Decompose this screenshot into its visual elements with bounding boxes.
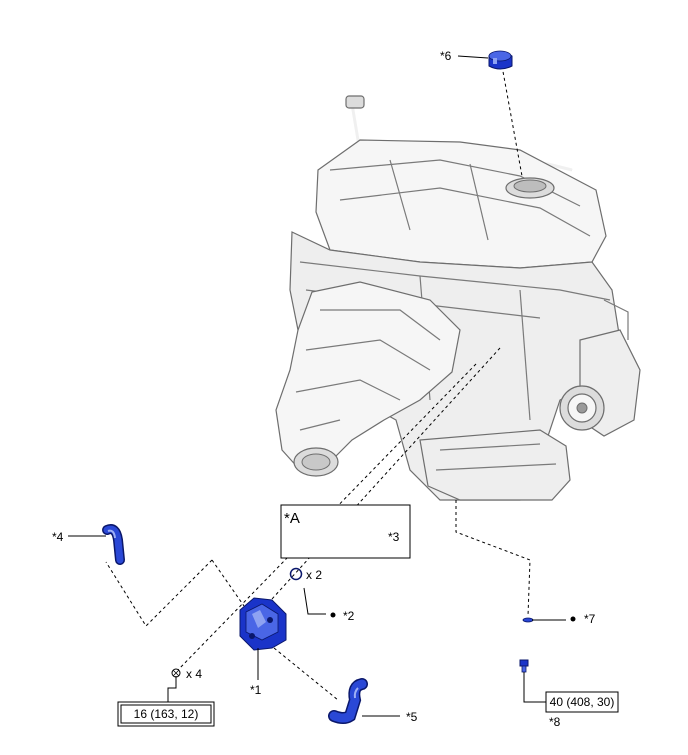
main-component-part	[239, 597, 287, 651]
callout-4: *4	[52, 530, 64, 544]
torque-value-2: 40 (408, 30)	[550, 695, 615, 709]
quantity-bolts: x 4	[186, 667, 202, 681]
callout-7: *7	[584, 612, 596, 626]
callout-5: *5	[406, 710, 418, 724]
marker-dot-7	[570, 616, 576, 622]
hose-part-5	[328, 678, 368, 724]
leader-lines	[68, 55, 566, 717]
quantity-rings: x 2	[306, 568, 322, 582]
callout-2: *2	[343, 609, 355, 623]
callout-3: *3	[388, 530, 400, 544]
drain-plug-part-8	[519, 659, 529, 673]
hose-part-4	[102, 524, 125, 565]
torque-box-2	[545, 691, 619, 713]
group-label-a: *A	[284, 510, 300, 527]
o-ring-part	[289, 567, 303, 581]
engine-assembly	[275, 95, 641, 501]
oil-filler-cap-part	[488, 50, 513, 70]
marker-dot-2	[330, 612, 336, 618]
callout-1: *1	[250, 683, 262, 697]
cooler-bolt-part	[171, 668, 181, 678]
dashed-guide-lines	[105, 65, 531, 701]
callout-6: *6	[440, 49, 452, 63]
callout-8: *8	[549, 715, 561, 729]
torque-box-1	[117, 701, 215, 727]
gasket-part-7	[522, 617, 534, 623]
torque-value-1: 16 (163, 12)	[134, 707, 199, 721]
group-a-box	[280, 504, 411, 559]
